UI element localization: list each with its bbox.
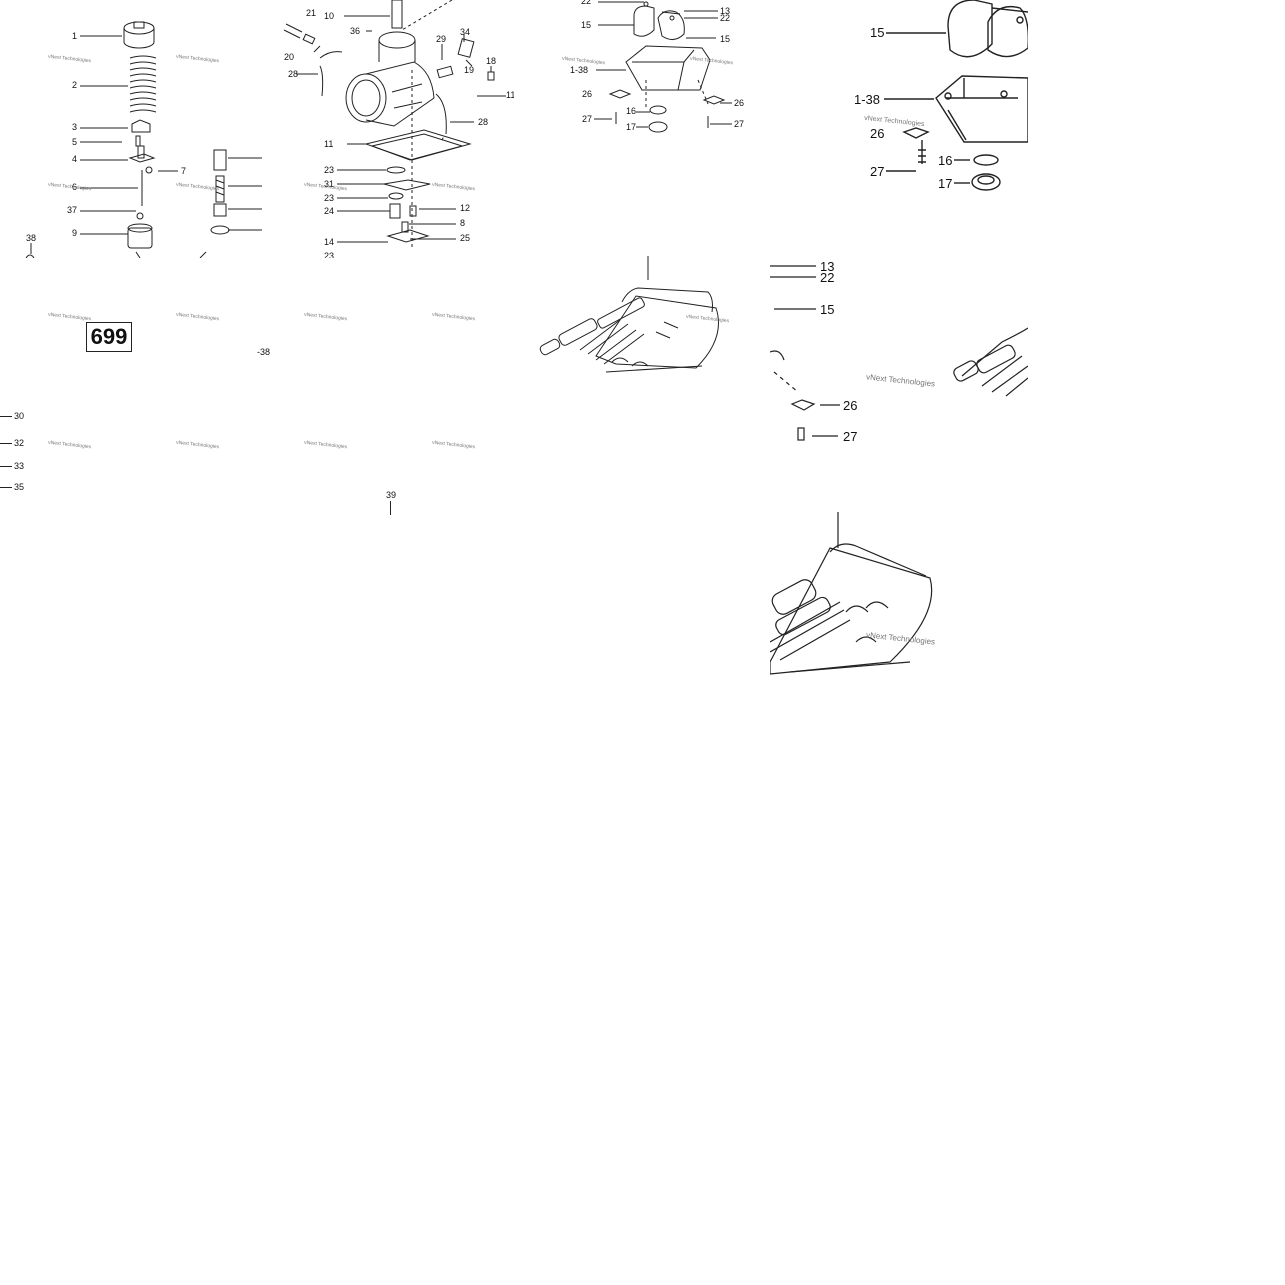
- part-label: 22: [581, 0, 592, 6]
- part-label: 23: [324, 193, 335, 203]
- part-label: 15: [581, 20, 592, 30]
- part-label: 28: [288, 69, 299, 79]
- part-label: 21: [306, 8, 317, 18]
- part-label: 3: [72, 122, 78, 132]
- part-label: 10: [324, 11, 335, 21]
- part-label: 35: [14, 482, 25, 492]
- watermark: vNext Technologies: [431, 311, 476, 323]
- leader-line: [0, 416, 12, 417]
- part-label: 38: [26, 233, 37, 243]
- part-label: 22: [720, 13, 731, 23]
- part-label: 30: [14, 411, 25, 421]
- part-label: 4: [72, 154, 78, 164]
- part-label: 23: [324, 251, 335, 258]
- part-label: 14: [324, 237, 335, 247]
- lower-left-area: vNext Technologies vNext Technologies vN…: [0, 300, 520, 520]
- part-label: 37: [67, 205, 78, 215]
- part-label: 25: [460, 233, 471, 243]
- part-label: 31: [324, 179, 335, 189]
- part-label: 1-38: [570, 65, 589, 75]
- part-label: 26: [870, 126, 885, 141]
- panel-d-float-chamber-zoom: 15 1-38 26 16 27 17 vNext Technologies: [846, 0, 1028, 210]
- panel-f-drawing: [770, 265, 1028, 441]
- part-label: 8: [460, 218, 466, 228]
- part-label: 2: [72, 80, 78, 90]
- panel-g-drawing: [770, 512, 933, 675]
- part-label: 32: [14, 438, 25, 448]
- part-label: 34: [460, 27, 471, 37]
- panel-a-drawing: [25, 21, 262, 258]
- watermark: vNext Technologies: [47, 439, 92, 451]
- part-label: 13: [820, 259, 835, 274]
- panel-b-carburetor-body: 21 10 36 20 28 29 34 18 19 11 28 11 23 3…: [262, 0, 514, 258]
- watermark: vNext Technologies: [47, 311, 92, 323]
- part-label: 20: [284, 52, 295, 62]
- part-label: 36: [350, 26, 361, 36]
- part-label: 39: [386, 490, 397, 500]
- part-label: 27: [734, 119, 745, 129]
- part-label: 27: [843, 429, 858, 444]
- panel-c-float-chamber: 22 13 22 15 15 1-38 26 26 16 27 17 27 vN…: [558, 0, 748, 140]
- part-label: 27: [870, 164, 885, 179]
- watermark: vNext Technologies: [175, 311, 220, 323]
- watermark: vNext Technologies: [431, 439, 476, 451]
- part-label: 6: [72, 182, 78, 192]
- panel-e-tool-kit: vNext Technologies: [536, 256, 732, 380]
- watermark: vNext Technologies: [303, 311, 348, 323]
- part-label: 28: [478, 117, 489, 127]
- part-label: 1: [72, 31, 78, 41]
- watermark: vNext Technologies: [175, 439, 220, 451]
- part-label: 22: [820, 270, 835, 285]
- part-label: 9: [72, 228, 78, 238]
- watermark: vNext Technologies: [303, 439, 348, 451]
- part-label: 15: [820, 302, 835, 317]
- panel-a-throttle-parts: 1 2 3 5 4 7 6 37 9 38 vNext Technologies…: [0, 0, 262, 258]
- part-label: 11: [324, 139, 334, 149]
- part-label: 12: [460, 203, 471, 213]
- part-label: 17: [938, 176, 953, 191]
- part-label: 15: [870, 25, 885, 40]
- part-label: 1-38: [854, 92, 881, 107]
- part-label: 26: [843, 398, 858, 413]
- leader-line: [0, 487, 12, 488]
- leader-line: [0, 443, 12, 444]
- leader-line: [390, 501, 391, 515]
- part-label: 7: [181, 166, 187, 176]
- part-label: 33: [14, 461, 25, 471]
- part-label: 17: [626, 122, 637, 132]
- part-label: 23: [324, 165, 335, 175]
- part-label: 26: [734, 98, 745, 108]
- panel-g-tool-kit-zoom: vNext Technologies: [770, 512, 960, 682]
- panel-b-drawing: [283, 0, 506, 250]
- part-label: 15: [720, 34, 731, 44]
- part-label: 16: [626, 106, 637, 116]
- part-label: 29: [436, 34, 447, 44]
- part-label: 27: [582, 114, 593, 124]
- part-label: 18: [486, 56, 497, 66]
- part-label: 11: [506, 90, 514, 100]
- reference-number: 699: [86, 322, 132, 352]
- part-label: 19: [464, 65, 475, 75]
- panel-e-drawing: [539, 256, 719, 373]
- panel-d-drawing: [884, 0, 1028, 191]
- part-label: 26: [582, 89, 593, 99]
- part-label: 16: [938, 153, 953, 168]
- panel-f-labels-and-tool-kit: 13 22 15 26 27 vNext Technologies: [770, 256, 1028, 444]
- panel-c-drawing: [594, 1, 732, 133]
- part-label: 5: [72, 137, 78, 147]
- part-label: 24: [324, 206, 335, 216]
- leader-line: [0, 466, 12, 467]
- part-label: 13: [720, 6, 731, 16]
- part-label: -38: [257, 347, 271, 357]
